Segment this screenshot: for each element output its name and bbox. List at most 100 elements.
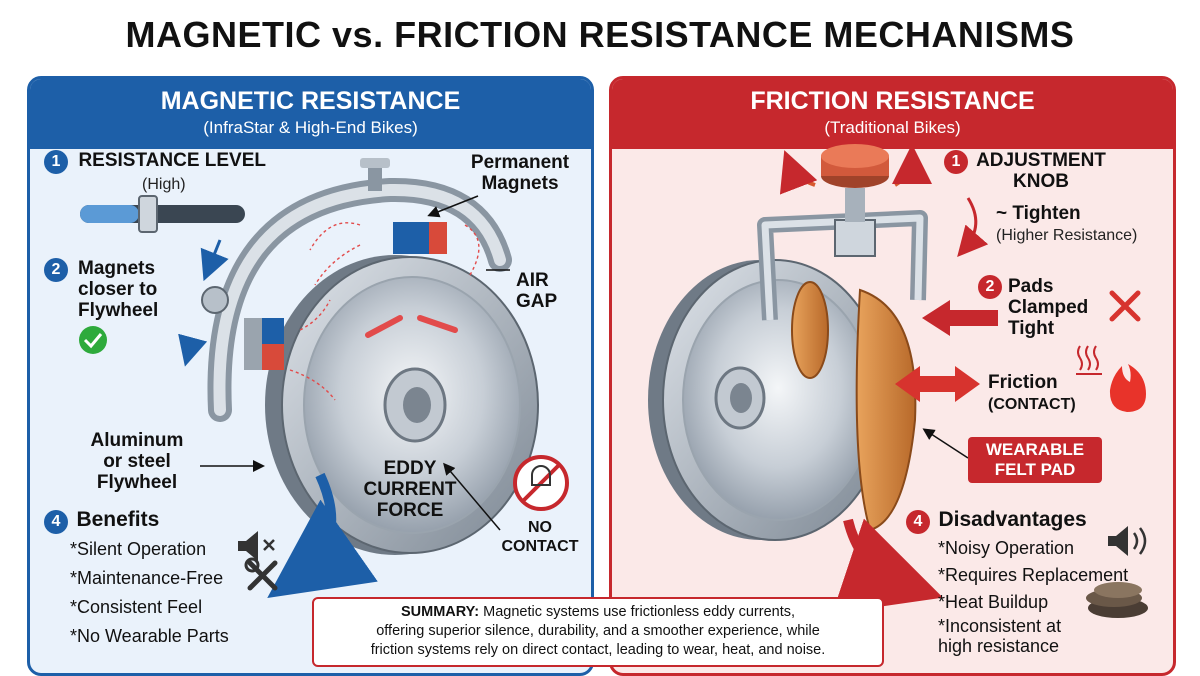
summary-line-1: Magnetic systems use frictionless eddy c…: [479, 604, 796, 620]
adjustment-knob-icon[interactable]: [821, 144, 889, 188]
wearable-felt-pad-badge: WEARABLE FELT PAD: [968, 437, 1102, 483]
magnetic-title: MAGNETIC RESISTANCE: [160, 87, 461, 115]
label-line: Clamped: [1008, 297, 1089, 318]
step2-number: 2: [44, 258, 68, 282]
disadvantages-title: Disadvantages: [938, 508, 1087, 531]
permanent-magnet-top: [393, 222, 447, 254]
friction-contact-label: Friction (CONTACT): [988, 372, 1076, 414]
label-line: or steel: [103, 451, 171, 472]
benefits-number: 4: [44, 510, 68, 534]
page-title: MAGNETIC vs. FRICTION RESISTANCE MECHANI…: [125, 14, 1075, 55]
contact-label: (CONTACT): [988, 396, 1076, 413]
magnets-closer-label: Magnets closer to Flywheel: [78, 258, 158, 321]
mute-speaker-icon: [238, 531, 275, 561]
check-icon: [79, 326, 107, 354]
clamp-arrow: [922, 300, 998, 336]
label-line: closer to: [78, 279, 158, 300]
knob-rotation-arrows: [779, 144, 932, 195]
magnetic-flywheel: [265, 255, 539, 555]
magnetic-leader-lines: [200, 195, 510, 531]
tighten-arrow: [957, 197, 989, 258]
cross-icon: [1109, 290, 1141, 322]
label-line: Flywheel: [78, 300, 159, 321]
friction-title: FRICTION RESISTANCE: [750, 87, 1035, 115]
loud-speaker-icon: [1108, 526, 1147, 556]
step1-number: 1: [44, 150, 68, 174]
eddy-arrows: [365, 315, 458, 338]
flame-icon: [1109, 364, 1146, 412]
label-line: Pads: [1008, 276, 1054, 297]
disadvantages-list: *Noisy Operation *Requires Replacement *…: [938, 535, 1128, 656]
label-line: Aluminum: [90, 430, 184, 451]
label-line: CURRENT: [363, 479, 457, 500]
benefit-item: *No Wearable Parts: [70, 626, 229, 646]
step2-number: 2: [978, 275, 1002, 299]
summary-line-3: friction systems rely on direct contact,…: [370, 642, 826, 658]
disadvantage-arrow: [832, 518, 943, 614]
label-line: WEARABLE: [985, 440, 1085, 459]
label-line: NO: [528, 519, 552, 536]
slider-control[interactable]: [80, 195, 245, 233]
magnetic-subtitle: (InfraStar & High-End Bikes): [203, 118, 418, 137]
no-contact-label: NO CONTACT: [494, 518, 586, 556]
flywheel-label: Aluminum or steel Flywheel: [74, 430, 200, 493]
label-line: FELT PAD: [994, 460, 1076, 479]
magnetic-header: MAGNETIC RESISTANCE (InfraStar & High-En…: [30, 79, 591, 149]
disadvantage-item: *Inconsistent at: [938, 616, 1062, 636]
permanent-magnets-label: Permanent Magnets: [462, 152, 578, 194]
label-line: EDDY: [383, 458, 437, 479]
benefit-item: *Consistent Feel: [70, 597, 203, 617]
magnetic-step1: 1 RESISTANCE LEVEL: [44, 150, 266, 174]
friction-header: FRICTION RESISTANCE (Traditional Bikes): [612, 79, 1173, 149]
label-line: CONTACT: [501, 538, 579, 555]
label-line: GAP: [516, 291, 558, 312]
benefits-list: *Silent Operation *Maintenance-Free *Con…: [70, 536, 229, 649]
benefits-title: Benefits: [76, 508, 160, 531]
label-line: FORCE: [376, 500, 444, 521]
summary-line-2: offering superior silence, durability, a…: [376, 623, 820, 639]
caliper: [757, 188, 928, 321]
label-line: Permanent: [470, 152, 570, 173]
air-gap-label: AIR GAP: [516, 270, 557, 312]
benefit-item: *Silent Operation: [70, 539, 207, 559]
permanent-magnet-side: [244, 318, 284, 370]
felt-pads: [791, 281, 917, 532]
friction-step2: 2: [978, 275, 1002, 299]
benefits-heading: 4 Benefits: [44, 508, 159, 534]
summary-box: SUMMARY: Magnetic systems use frictionle…: [312, 597, 884, 667]
label-line: Magnets: [481, 173, 559, 194]
tighten-sub: (Higher Resistance): [996, 227, 1138, 244]
friction-label: Friction: [988, 372, 1058, 393]
label-line: Tight: [1008, 318, 1055, 339]
disadvantage-item: *Heat Buildup: [938, 592, 1049, 612]
wrench-icon: [244, 557, 278, 591]
label-line: Magnets: [78, 258, 156, 279]
adjustment-knob-label: ADJUSTMENT KNOB: [976, 150, 1106, 192]
no-contact-icon: [513, 455, 569, 511]
label-line: ADJUSTMENT: [976, 150, 1106, 171]
friction-leader: [922, 428, 969, 459]
disadvantage-item: *Noisy Operation: [938, 538, 1075, 558]
rotation-arrows: [178, 239, 378, 598]
friction-flywheel: [648, 259, 888, 541]
disadvantages-number: 4: [906, 510, 930, 534]
label-line: Flywheel: [96, 472, 178, 493]
step1-number: 1: [944, 150, 968, 174]
disadvantage-item: high resistance: [938, 636, 1060, 656]
magnet-bracket: [201, 158, 512, 422]
resistance-level-label: RESISTANCE LEVEL: [78, 150, 267, 171]
resistance-level-sub: (High): [142, 176, 186, 193]
label-line: AIR: [516, 270, 549, 291]
pads-clamped-label: Pads Clamped Tight: [1008, 276, 1088, 339]
disadvantages-heading: 4 Disadvantages: [906, 508, 1087, 534]
magnetic-field-lines: [289, 222, 480, 401]
worn-pads-icon: [1086, 582, 1148, 618]
tighten-label: ~ Tighten: [996, 203, 1081, 224]
heat-icon: [1076, 345, 1102, 375]
magnetic-step2: 2: [44, 258, 68, 282]
friction-step1: 1: [944, 150, 968, 174]
disadvantage-item: *Requires Replacement: [938, 565, 1129, 585]
label-line: KNOB: [1013, 171, 1069, 192]
summary-lead: SUMMARY:: [400, 604, 480, 620]
